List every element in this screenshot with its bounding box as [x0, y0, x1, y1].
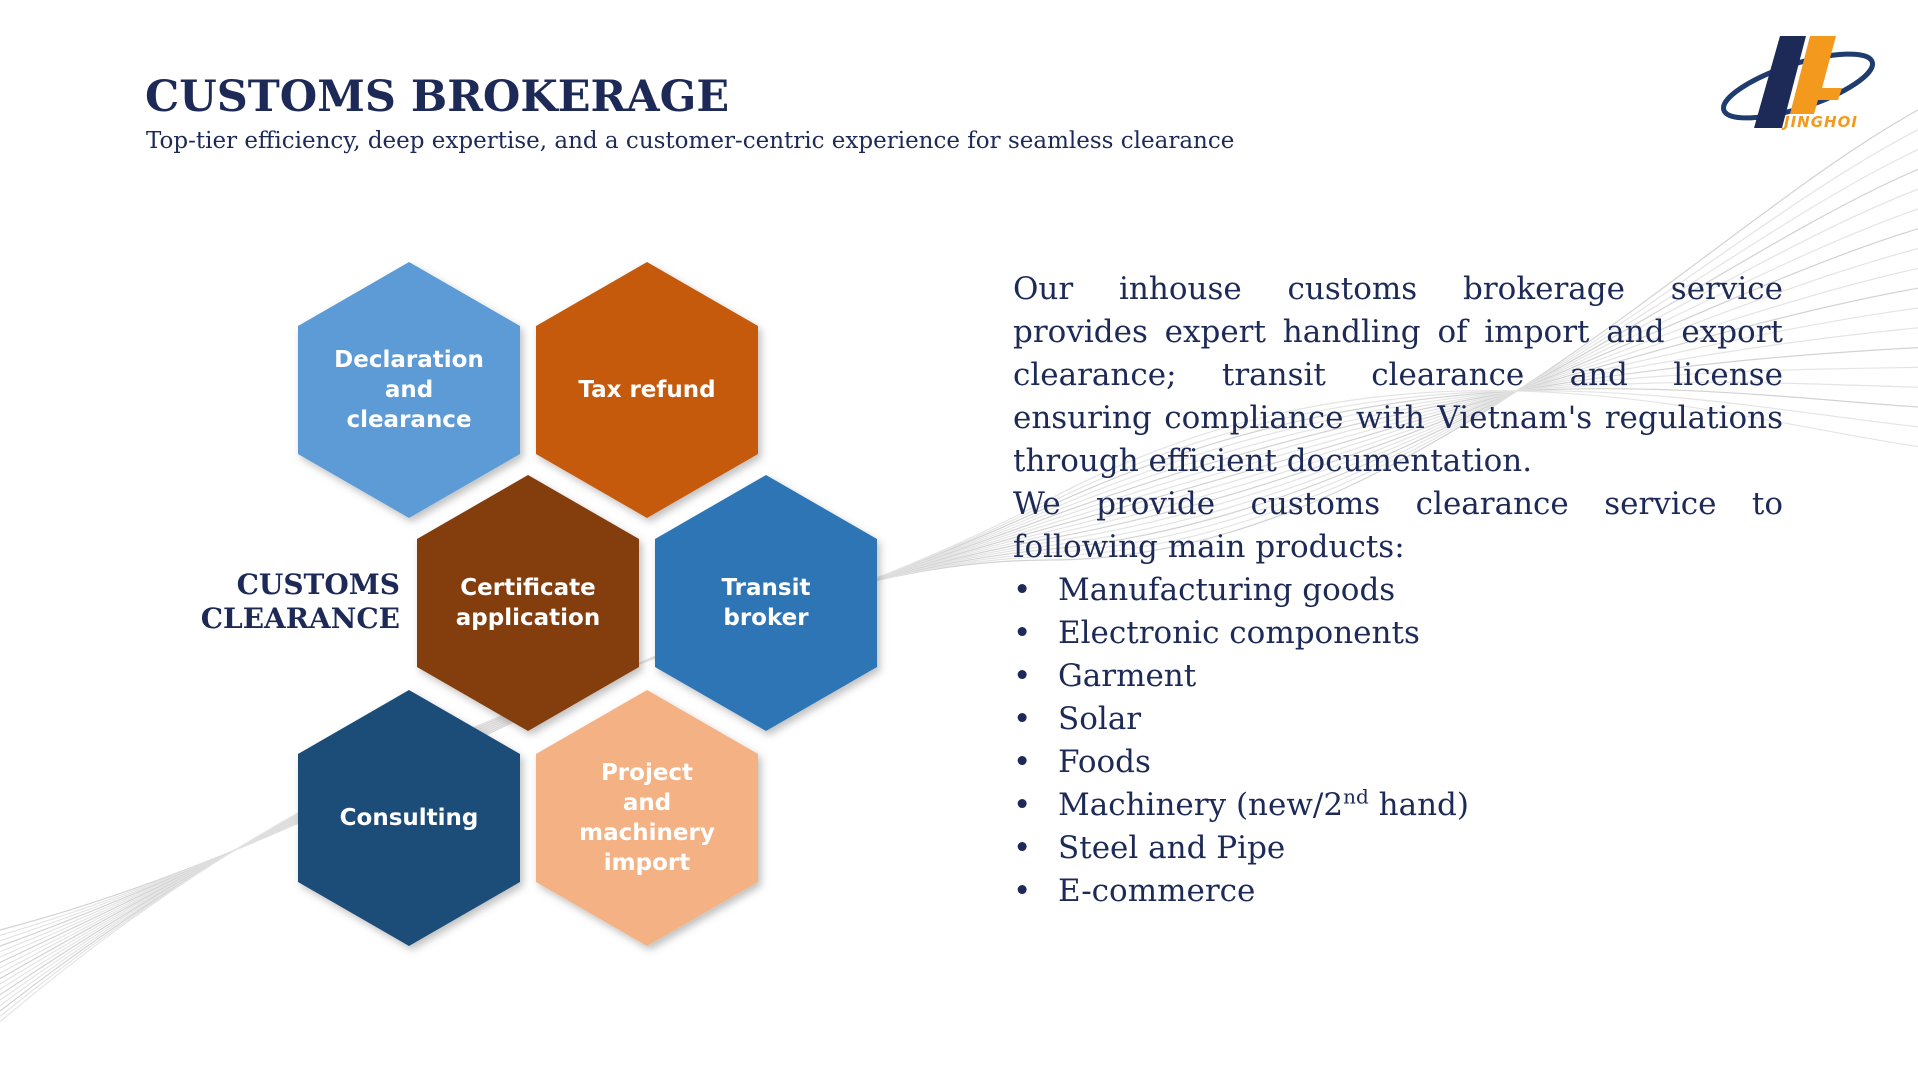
product-list: Manufacturing goods Electronic component…	[1013, 569, 1783, 913]
list-item: Machinery (new/2nd hand)	[1013, 784, 1783, 827]
list-item: Electronic components	[1013, 612, 1783, 655]
intro-paragraph: Our inhouse customs brokerage service pr…	[1013, 271, 1783, 479]
hexagon-declaration	[298, 262, 520, 518]
logo-orange-stroke	[1790, 36, 1842, 114]
page-title: CUSTOMS BROKERAGE	[145, 72, 730, 122]
products-intro: We provide customs clearance service to …	[1013, 486, 1783, 565]
hex-label-tax-refund: Tax refund	[578, 377, 716, 403]
list-item: Garment	[1013, 655, 1783, 698]
service-description: Our inhouse customs brokerage service pr…	[1013, 268, 1783, 913]
jinghoi-logo	[1721, 36, 1875, 128]
hex-label-consulting: Consulting	[339, 805, 479, 831]
logo-wordmark: JINGHOI	[1784, 113, 1858, 131]
hexagon-tax-refund	[536, 262, 758, 518]
list-item: Manufacturing goods	[1013, 569, 1783, 612]
page-subtitle: Top-tier efficiency, deep expertise, and…	[146, 128, 1235, 154]
list-item: Foods	[1013, 741, 1783, 784]
list-item: E-commerce	[1013, 870, 1783, 913]
hexagon-consulting	[298, 690, 520, 946]
logo-navy-stroke	[1754, 36, 1806, 128]
hexagon-certificate	[417, 475, 639, 731]
hexagon-transit-broker	[655, 475, 877, 731]
list-item: Steel and Pipe	[1013, 827, 1783, 870]
hexagon-project-import	[536, 690, 758, 946]
list-item: Solar	[1013, 698, 1783, 741]
